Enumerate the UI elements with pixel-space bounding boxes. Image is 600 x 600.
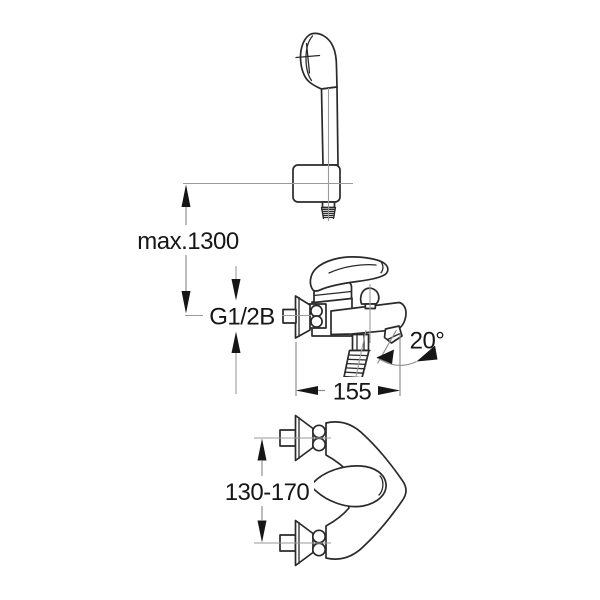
- union-nut-upper: [310, 304, 323, 318]
- angle-arrow-left: [376, 349, 394, 364]
- spout-angle-label: 20°: [410, 328, 445, 355]
- hole-distance-label: 130-170: [225, 479, 310, 506]
- thread-arrow-down: [231, 279, 241, 301]
- projection-arrow-left: [296, 386, 318, 395]
- lever-handle-crease: [328, 263, 377, 274]
- plan-bottom-nut-b: [311, 542, 327, 557]
- plan-lever-handle: [311, 465, 387, 508]
- hole-distance-arrow-down: [257, 520, 267, 543]
- hand-shower: [292, 32, 341, 220]
- max-height-label: max.1300: [137, 228, 239, 255]
- thread-arrow-up: [231, 331, 241, 353]
- spout-aerator-face: [386, 332, 401, 341]
- mixer-plan-view: [279, 414, 407, 567]
- dimension-labels: max.1300 G1/2B 20° 155 130-170: [137, 228, 445, 506]
- inlet-stub: [282, 308, 297, 324]
- dimension-arrows: [181, 184, 438, 543]
- hose-connector-stem: [351, 333, 370, 352]
- thread-size-label: G1/2B: [209, 304, 275, 331]
- max-height-arrow-down: [181, 291, 191, 314]
- angle-arc: [376, 357, 417, 366]
- hole-distance-arrow-up: [257, 438, 267, 461]
- angle-arrow-right: [416, 345, 438, 362]
- plan-top-nut-b: [311, 437, 327, 452]
- shower-face-line: [305, 35, 314, 82]
- union-nut-lower: [310, 315, 323, 328]
- shower-handle: [320, 86, 339, 166]
- lever-handle: [309, 256, 389, 292]
- plan-top-nut-a: [311, 424, 327, 439]
- shower-face-cross-icon: [295, 42, 321, 74]
- wall-flange: [294, 295, 311, 339]
- projection-arrow-right: [378, 386, 400, 395]
- label-backgrounds: [139, 226, 378, 505]
- max-height-arrow-up: [181, 184, 191, 207]
- lever-knob-line: [378, 259, 384, 274]
- plan-lever-accent: [378, 475, 384, 496]
- cartridge-cap-seam: [313, 290, 353, 297]
- plan-bottom-nut-a: [311, 529, 327, 544]
- projection-label: 155: [333, 379, 372, 406]
- hose-connector-thread-lines: [343, 354, 369, 379]
- shower-head: [299, 32, 338, 90]
